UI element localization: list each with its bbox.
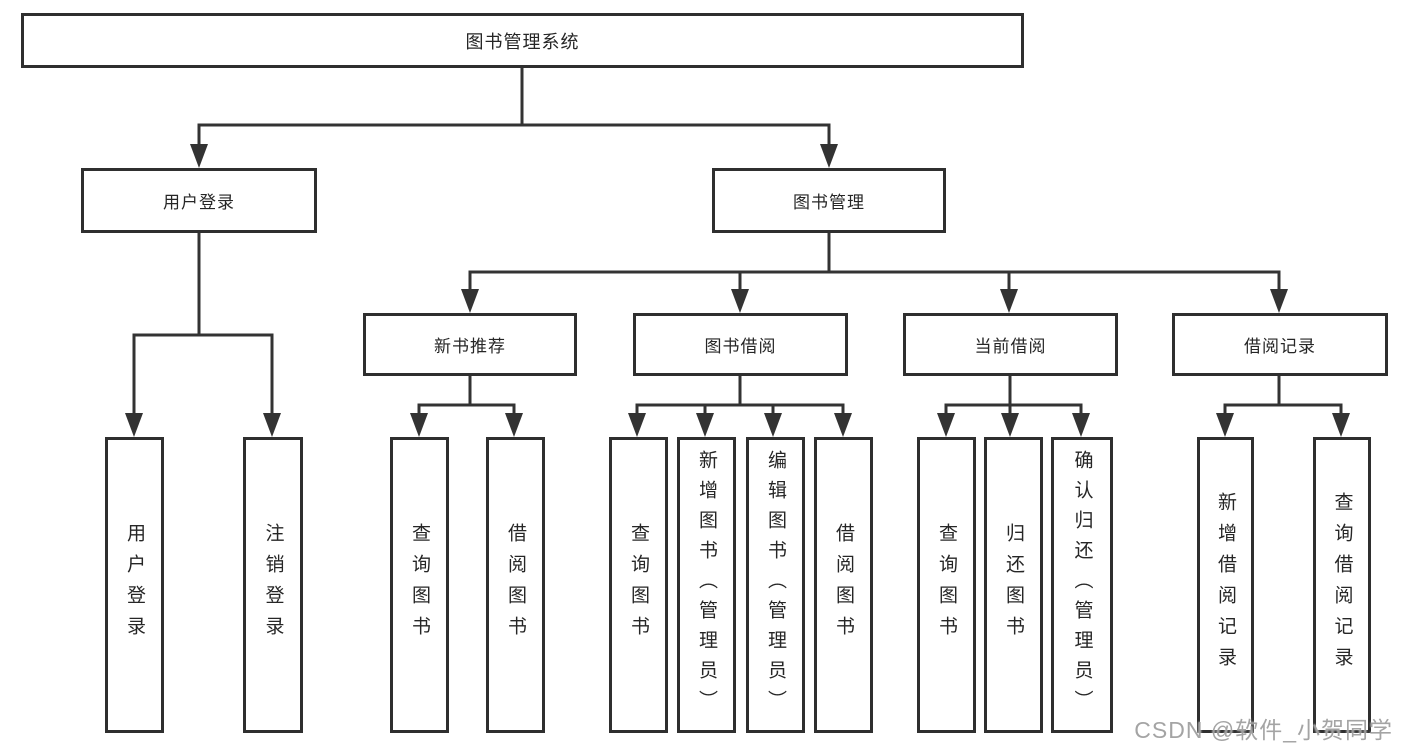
node-root-system: 图书管理系统: [21, 13, 1024, 68]
leaf-borrow-borrow-books: 借阅图书: [814, 437, 873, 733]
leaf-current-confirm-return-admin: 确认归还（管理员）: [1051, 437, 1113, 733]
leaf-current-return-books: 归还图书: [984, 437, 1043, 733]
leaf-logout: 注销登录: [243, 437, 303, 733]
leaf-records-add-record: 新增借阅记录: [1197, 437, 1254, 733]
node-label: 新增图书（管理员）: [696, 450, 717, 720]
node-label: 确认归还（管理员）: [1071, 450, 1093, 720]
arrow-icon: [764, 413, 782, 437]
node-new-books: 新书推荐: [363, 313, 577, 376]
connector-currentborrow-to-leaves: [944, 374, 1083, 421]
leaf-records-query-record: 查询借阅记录: [1313, 437, 1371, 733]
connector-bookmgmt-to-level3: [468, 231, 1281, 297]
node-label: 用户登录: [124, 523, 145, 647]
leaf-borrow-add-books-admin: 新增图书（管理员）: [677, 437, 736, 733]
node-label: 图书管理系统: [465, 31, 580, 52]
arrow-icon: [628, 413, 646, 437]
node-label: 编辑图书（管理员）: [765, 450, 786, 720]
node-current-borrow: 当前借阅: [903, 313, 1118, 376]
leaf-borrow-query-books: 查询图书: [609, 437, 668, 733]
arrow-icon: [190, 144, 208, 168]
arrow-icon: [461, 289, 479, 313]
csdn-watermark: CSDN @软件_小贺同学: [1134, 717, 1393, 743]
arrow-icon: [505, 413, 523, 437]
arrow-icon: [820, 144, 838, 168]
arrow-icon: [731, 289, 749, 313]
node-label: 借阅图书: [833, 523, 854, 647]
arrow-icon: [410, 413, 428, 437]
arrow-icon: [125, 413, 143, 437]
node-book-borrow: 图书借阅: [633, 313, 848, 376]
node-label: 当前借阅: [974, 337, 1047, 356]
leaf-newbooks-query-books: 查询图书: [390, 437, 449, 733]
node-label: 新增借阅记录: [1215, 492, 1236, 678]
arrow-icon: [263, 413, 281, 437]
leaf-user-login: 用户登录: [105, 437, 164, 733]
node-label: 查询图书: [409, 523, 430, 647]
connector-newbooks-to-leaves: [417, 374, 516, 421]
node-user-login: 用户登录: [81, 168, 317, 233]
connector-userlogin-to-leaves: [132, 231, 274, 421]
arrow-icon: [937, 413, 955, 437]
node-label: 新书推荐: [434, 337, 506, 356]
connector-bookborrow-to-leaves: [635, 374, 845, 421]
arrow-icon: [834, 413, 852, 437]
arrow-icon: [1216, 413, 1234, 437]
arrow-icon: [1072, 413, 1090, 437]
node-label: 查询图书: [936, 523, 957, 647]
arrow-icon: [1332, 413, 1350, 437]
leaf-current-query-books: 查询图书: [917, 437, 976, 733]
arrow-icon: [1270, 289, 1288, 313]
node-book-management: 图书管理: [712, 168, 946, 233]
arrow-icon: [696, 413, 714, 437]
leaf-borrow-edit-books-admin: 编辑图书（管理员）: [746, 437, 805, 733]
node-label: 查询图书: [628, 523, 649, 647]
connector-records-to-leaves: [1223, 374, 1343, 421]
node-borrow-records: 借阅记录: [1172, 313, 1388, 376]
arrow-icon: [1001, 413, 1019, 437]
arrow-icon: [1000, 289, 1018, 313]
node-label: 用户登录: [163, 193, 235, 212]
node-label: 归还图书: [1003, 523, 1024, 647]
leaf-newbooks-borrow-books: 借阅图书: [486, 437, 545, 733]
node-label: 图书借阅: [704, 337, 777, 356]
connector-root-to-level2: [197, 66, 831, 152]
node-label: 注销登录: [262, 523, 284, 647]
node-label: 借阅记录: [1244, 337, 1316, 356]
node-label: 借阅图书: [505, 523, 526, 647]
node-label: 查询借阅记录: [1331, 492, 1353, 678]
node-label: 图书管理: [793, 193, 865, 212]
